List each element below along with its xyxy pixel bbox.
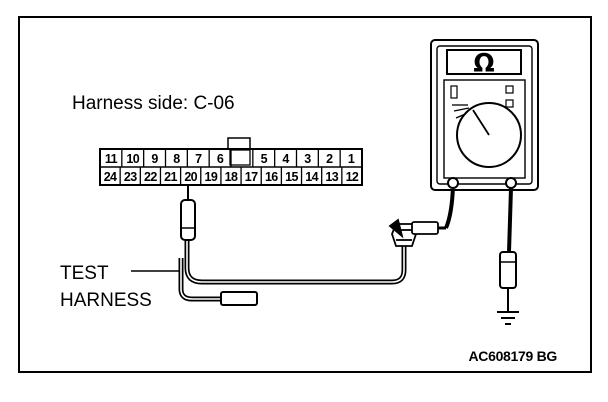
harness-branch-connector bbox=[220, 291, 258, 306]
pin-18: 18 bbox=[225, 170, 238, 184]
pin-1: 1 bbox=[348, 152, 355, 166]
pin-11: 11 bbox=[105, 152, 118, 166]
connector-bottom-row: 24 23 22 21 20 19 18 17 16 15 14 13 12 bbox=[104, 167, 360, 185]
meter-lead-negative bbox=[499, 187, 517, 312]
alligator-clip bbox=[388, 218, 446, 247]
harness-label: HARNESS bbox=[60, 290, 152, 311]
test-harness-wires bbox=[178, 241, 407, 302]
pin-15: 15 bbox=[285, 170, 298, 184]
connector-key-slot bbox=[229, 149, 251, 166]
pin-16: 16 bbox=[265, 170, 278, 184]
pin-14: 14 bbox=[305, 170, 318, 184]
pin-24: 24 bbox=[104, 170, 117, 184]
pin-17: 17 bbox=[245, 170, 258, 184]
pin-23: 23 bbox=[124, 170, 137, 184]
meter-display bbox=[446, 49, 522, 75]
diagram-frame bbox=[18, 16, 592, 373]
test-label: TEST bbox=[60, 263, 109, 284]
meter-lead-positive bbox=[444, 185, 455, 229]
pin-13: 13 bbox=[325, 170, 338, 184]
pin-22: 22 bbox=[144, 170, 157, 184]
pin-10: 10 bbox=[126, 152, 139, 166]
pin-3: 3 bbox=[304, 152, 311, 166]
test-probe bbox=[180, 185, 196, 241]
multimeter: Ω bbox=[430, 39, 539, 191]
ground-icon bbox=[497, 311, 519, 325]
figure-code: AC608179 BG bbox=[468, 348, 557, 364]
ohm-symbol: Ω bbox=[473, 48, 494, 77]
pin-9: 9 bbox=[151, 152, 158, 166]
pin-6: 6 bbox=[217, 152, 224, 166]
pin-4: 4 bbox=[282, 152, 289, 166]
pin-21: 21 bbox=[164, 170, 177, 184]
pin-5: 5 bbox=[261, 152, 268, 166]
pin-7: 7 bbox=[195, 152, 202, 166]
meter-jack-com bbox=[447, 177, 459, 189]
pin-19: 19 bbox=[204, 170, 217, 184]
pin-20: 20 bbox=[184, 170, 197, 184]
pin-12: 12 bbox=[346, 170, 359, 184]
harness-side-label: Harness side: C-06 bbox=[72, 93, 235, 114]
pin-2: 2 bbox=[326, 152, 333, 166]
pin-8: 8 bbox=[173, 152, 180, 166]
meter-jack-ohm bbox=[505, 177, 517, 189]
